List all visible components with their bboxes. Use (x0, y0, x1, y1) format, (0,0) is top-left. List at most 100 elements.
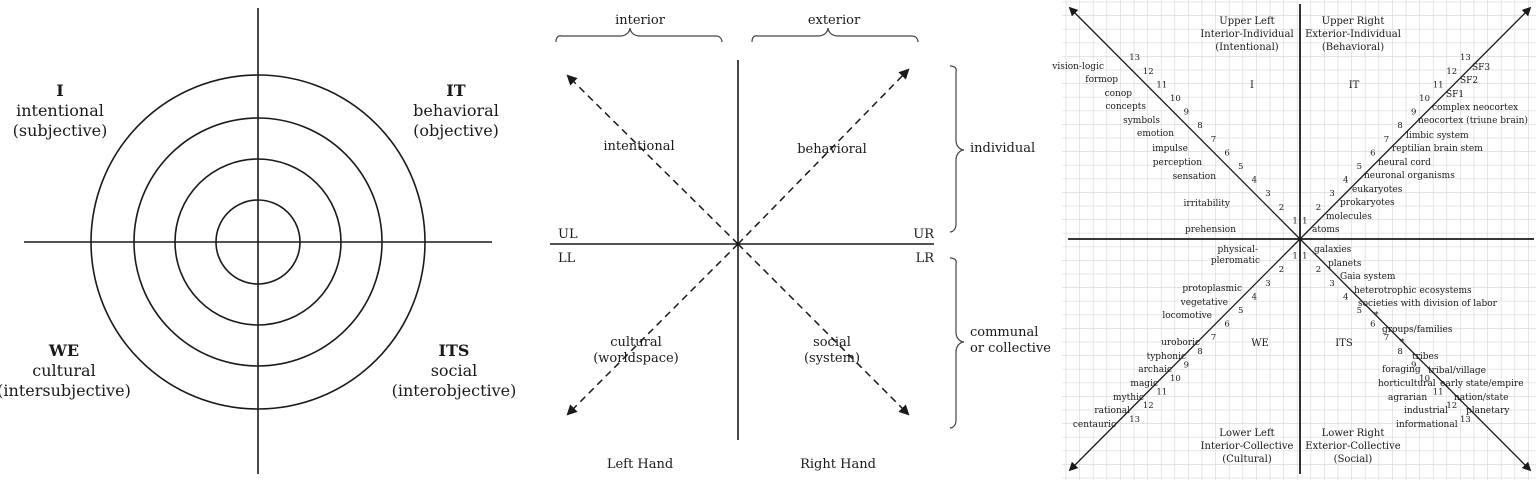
ll-line1: cultural (32, 361, 95, 380)
ul-stage-number: 3 (1265, 189, 1270, 199)
ul-label: irritability (1184, 199, 1231, 209)
lr-stage-number: 3 (1329, 279, 1334, 289)
ur-stage-number: 9 (1411, 108, 1416, 118)
ll-label: protoplasmic (1182, 284, 1242, 294)
ll-stage-number: 7 (1211, 333, 1216, 343)
left-hand-label: Left Hand (607, 457, 673, 472)
ur-label: SF1 (1446, 90, 1464, 100)
ll-arrow (566, 243, 739, 416)
ul-label: perception (1153, 158, 1202, 168)
ur-line2: (objective) (413, 121, 499, 140)
quadrant-code-it: IT (1349, 80, 1360, 91)
ll-stage-number: 13 (1129, 415, 1140, 425)
ur-stage-number: 12 (1446, 67, 1457, 77)
interior-brace (555, 27, 723, 43)
ur-label: SF3 (1472, 63, 1490, 73)
ll-stage-number: 8 (1197, 347, 1202, 357)
cultural-label: cultural (610, 335, 662, 350)
stage-numbers: 1234567891011121312345678910111213123456… (1129, 53, 1471, 425)
intentional-label: intentional (603, 139, 674, 154)
ur-stage-number: 5 (1357, 162, 1362, 172)
behavioral-label: behavioral (797, 142, 867, 157)
ur-label: prokaryotes (1340, 198, 1395, 208)
ll-stage-number: 10 (1170, 374, 1181, 384)
lr-stage-number: 1 (1302, 252, 1307, 262)
ll-label: locomotive (1162, 311, 1212, 321)
ur-line1: behavioral (413, 101, 499, 120)
ll-label: physical- (1218, 245, 1258, 255)
ul-line1: intentional (16, 101, 104, 120)
ur-stage-number: 6 (1370, 148, 1375, 158)
ul-stage-number: 2 (1279, 203, 1284, 213)
ul-label: vision-logic (1051, 62, 1104, 72)
lr-label: industrial (1404, 406, 1448, 416)
ll-stage-number: 12 (1143, 401, 1154, 411)
lr-arrow (737, 243, 910, 416)
ll-label: mythic (1113, 393, 1144, 403)
ur-stage-number: 10 (1419, 94, 1430, 104)
ul-arrow (566, 74, 739, 245)
ur-tag: UR (913, 227, 935, 242)
ring-2 (174, 158, 342, 326)
lr-stage-number: 13 (1460, 415, 1471, 425)
ul-stage-number: 12 (1143, 67, 1154, 77)
ll-stage-number: 4 (1252, 292, 1257, 302)
ul-code: I (56, 81, 63, 100)
quadrant-code-its: ITS (1335, 338, 1353, 349)
lr-stage-number: 11 (1433, 388, 1444, 398)
lr-code: ITS (439, 341, 470, 360)
lr-label: planetary (1466, 406, 1510, 416)
ll-code: WE (48, 341, 79, 360)
lr-label: early state/empire (1440, 379, 1524, 389)
ur-stage-number: 8 (1397, 121, 1402, 131)
quadrant-code-we: WE (1251, 338, 1269, 349)
right-hand-label: Right Hand (800, 457, 876, 472)
lr-label: groups/families (1382, 325, 1453, 335)
ur-label: neuronal organisms (1364, 171, 1455, 181)
ll-label: typhonic (1147, 352, 1186, 362)
ll-line2: (intersubjective) (0, 381, 131, 400)
ul-stage-number: 4 (1252, 176, 1257, 186)
ur-arrow (737, 68, 910, 245)
ur-label: SF2 (1460, 76, 1478, 86)
ur-label: neural cord (1378, 158, 1431, 168)
upper-left-kind: (Intentional) (1215, 42, 1279, 53)
lr-label: * (1400, 338, 1405, 348)
lower-left-kind: (Cultural) (1222, 454, 1272, 465)
ul-stage-number: 7 (1211, 135, 1216, 145)
lr-stage-number: 12 (1446, 401, 1457, 411)
ur-label: molecules (1326, 212, 1372, 222)
ur-stage-number: 13 (1460, 53, 1471, 63)
collective-brace (949, 257, 965, 429)
ll-label: archaic (1138, 365, 1172, 375)
exterior-label: exterior (808, 13, 861, 28)
lr-stage-number: 5 (1357, 306, 1362, 316)
ll-label: centauric (1073, 420, 1116, 430)
ul-stage-number: 6 (1224, 148, 1229, 158)
upper-right-title: Upper Right (1322, 16, 1385, 27)
ll-label: pleromatic (1211, 256, 1260, 266)
ur-label: atoms (1312, 225, 1340, 235)
lr-label: planets (1328, 259, 1362, 269)
lr-label: * (1374, 311, 1379, 321)
circle-diagram: I intentional (subjective) IT behavioral… (0, 8, 517, 474)
lr-label: tribes (1412, 352, 1439, 362)
ll-stage-number: 9 (1184, 360, 1189, 370)
developmental-grid-panel: Upper Left Interior-Individual (Intentio… (1051, 0, 1536, 480)
lr-label: informational (1396, 420, 1458, 430)
ur-stage-number: 2 (1316, 203, 1321, 213)
communal-label: communal (970, 325, 1038, 340)
ul-label: symbols (1123, 116, 1160, 126)
lower-right-sub: Exterior-Collective (1305, 441, 1400, 452)
ll-label: uroboric (1161, 338, 1200, 348)
ul-stage-number: 1 (1292, 216, 1297, 226)
ur-stage-number: 7 (1384, 135, 1389, 145)
ll-label: rational (1094, 406, 1130, 416)
lr-line2: (interobjective) (392, 381, 517, 400)
lr-stage-number: 6 (1370, 320, 1375, 330)
upper-right-sub: Exterior-Individual (1305, 29, 1401, 40)
lr-label: horticultural (1378, 379, 1436, 389)
lr-stage-number: 4 (1343, 292, 1348, 302)
social-label: social (813, 335, 851, 350)
lower-right-title: Lower Right (1322, 428, 1385, 439)
